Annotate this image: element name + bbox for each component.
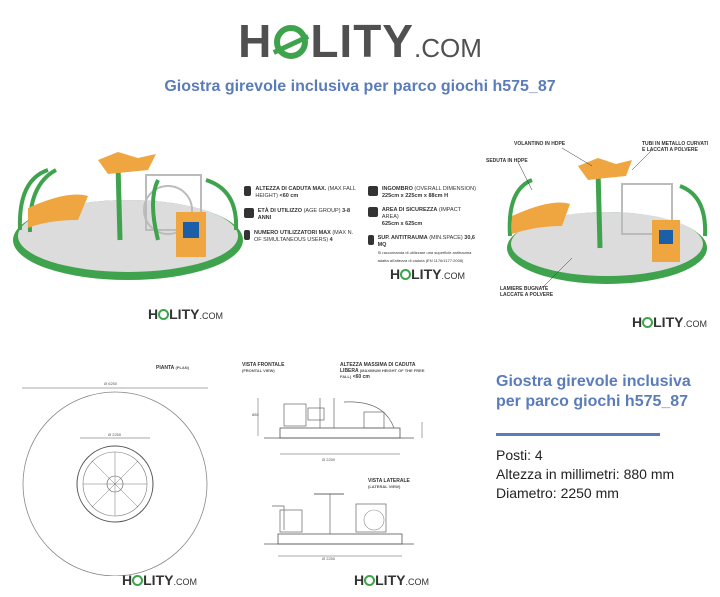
spec-row: AREA DI SICUREZZA (IMPACT AREA)625cm x 6… <box>368 207 478 228</box>
spec-label: SUP. ANTITRAUMA <box>377 235 428 241</box>
frontal-view-drawing <box>257 398 423 455</box>
attribute-diameter: Diametro: 2250 mm <box>496 485 619 501</box>
carousel-render-image <box>13 152 243 280</box>
max-fall-label: ALTEZZA MASSIMA DI CADUTA LIBERA (MAXIMU… <box>340 362 430 380</box>
spec-label: ALTEZZA DI CADUTA MAX. <box>255 186 327 192</box>
callout-seduta: SEDUTA IN HDPE <box>486 158 528 164</box>
frontal-label-text: VISTA FRONTALE <box>242 362 285 368</box>
base-dim-frontal: Ø 2250 <box>322 457 336 462</box>
product-title: Giostra girevole inclusiva per parco gio… <box>496 373 691 410</box>
age-group-icon <box>244 208 254 218</box>
brand-dotcom: .COM <box>414 33 482 63</box>
brand-prefix: H <box>238 15 273 67</box>
lateral-label-sub: (LATERAL VIEW) <box>368 484 401 489</box>
spec-label: AREA DI SICUREZZA <box>381 207 438 213</box>
callout-tubi: TUBI IN METALLO CURVATI E LACCATI A POLV… <box>642 141 709 153</box>
plan-label-text: PIANTA <box>156 365 175 371</box>
spec-value: 30,6 MQ <box>377 235 475 248</box>
attribute-seats: Posti: 4 <box>496 447 543 463</box>
specs-left: ALTEZZA DI CADUTA MAX. (MAX FALL HEIGHT)… <box>244 186 362 244</box>
logo-o-icon <box>274 25 309 59</box>
brand-logo[interactable]: H LITY.COM <box>0 14 720 68</box>
page-title: Giostra girevole inclusiva per parco gio… <box>164 78 556 95</box>
title-divider <box>496 433 660 436</box>
spec-sub: (AGE GROUP) <box>303 208 341 214</box>
spec-sub: (MIN.SPACE) <box>429 235 463 241</box>
base-dim-lateral: Ø 2250 <box>322 556 336 561</box>
plan-label: PIANTA (PLAN) <box>156 365 189 371</box>
impact-area-icon <box>368 207 378 217</box>
spec-value: 4 <box>329 237 333 243</box>
callout-lamiere: LAMIERE BUGNATE LACCATE A POLVERE <box>500 286 554 298</box>
lateral-label-text: VISTA LATERALE <box>368 478 410 484</box>
plan-label-sub: (PLAN) <box>175 365 190 370</box>
spec-sub: (MAX N. OF SIMULTANEOUS USERS) <box>254 230 354 243</box>
lateral-label: VISTA LATERALE(LATERAL VIEW) <box>368 478 410 490</box>
frontal-label: VISTA FRONTALE(FRONTAL VIEW) <box>242 362 284 374</box>
carousel-callout-image <box>507 147 708 289</box>
spec-sub: (IMPACT AREA) <box>381 207 461 220</box>
spec-value: 625cm x 625cm <box>381 221 423 227</box>
max-fall-label-sub: (MAXIMUM HEIGHT OF THE FREE FALL) <box>340 368 425 379</box>
fall-height-icon <box>244 186 252 196</box>
spec-sub: (MAX FALL HEIGHT) <box>255 186 356 199</box>
spec-row: INGOMBRO (OVERALL DIMENSION)225cm x 225c… <box>368 186 478 200</box>
users-icon <box>244 230 251 240</box>
plan-drawing <box>22 387 208 576</box>
dim-outer: Ø 6250 <box>104 381 118 386</box>
dim-inner: Ø 2250 <box>108 432 122 437</box>
spec-label: ETÀ DI UTILIZZO <box>257 208 303 214</box>
callout-volantino: VOLANTINO IN HDPE <box>514 141 566 147</box>
attribute-height: Altezza in millimetri: 880 mm <box>496 466 675 482</box>
max-fall-value: <60 cm <box>352 374 370 380</box>
lateral-view-drawing <box>264 493 414 557</box>
spec-row: NUMERO UTILIZZATORI MAX (MAX N. OF SIMUL… <box>244 230 362 244</box>
spec-sub: (OVERALL DIMENSION) <box>414 186 476 192</box>
brand-suffix: LITY <box>310 15 414 67</box>
spec-row: ETÀ DI UTILIZZO (AGE GROUP) 3-8 ANNI <box>244 208 362 222</box>
dimension-icon <box>368 186 378 196</box>
specs-right: INGOMBRO (OVERALL DIMENSION)225cm x 225c… <box>368 186 478 265</box>
spec-row: SUP. ANTITRAUMA (MIN.SPACE) 30,6 MQ Si ra… <box>368 235 478 265</box>
spec-row: ALTEZZA DI CADUTA MAX. (MAX FALL HEIGHT)… <box>244 186 362 200</box>
spec-note: Si raccomanda di utilizzare una superfic… <box>377 250 472 263</box>
height-dim: 880 <box>252 412 259 417</box>
spec-value: 3-8 ANNI <box>257 208 351 221</box>
spec-value: <60 cm <box>279 193 299 199</box>
surface-icon <box>368 235 374 245</box>
spec-label: INGOMBRO <box>382 186 413 192</box>
frontal-label-sub: (FRONTAL VIEW) <box>242 368 275 373</box>
spec-label: NUMERO UTILIZZATORI MAX <box>254 230 331 236</box>
max-fall-label-text: ALTEZZA MASSIMA DI CADUTA LIBERA <box>340 362 416 374</box>
spec-value: 225cm x 225cm x 88cm H <box>382 193 449 199</box>
